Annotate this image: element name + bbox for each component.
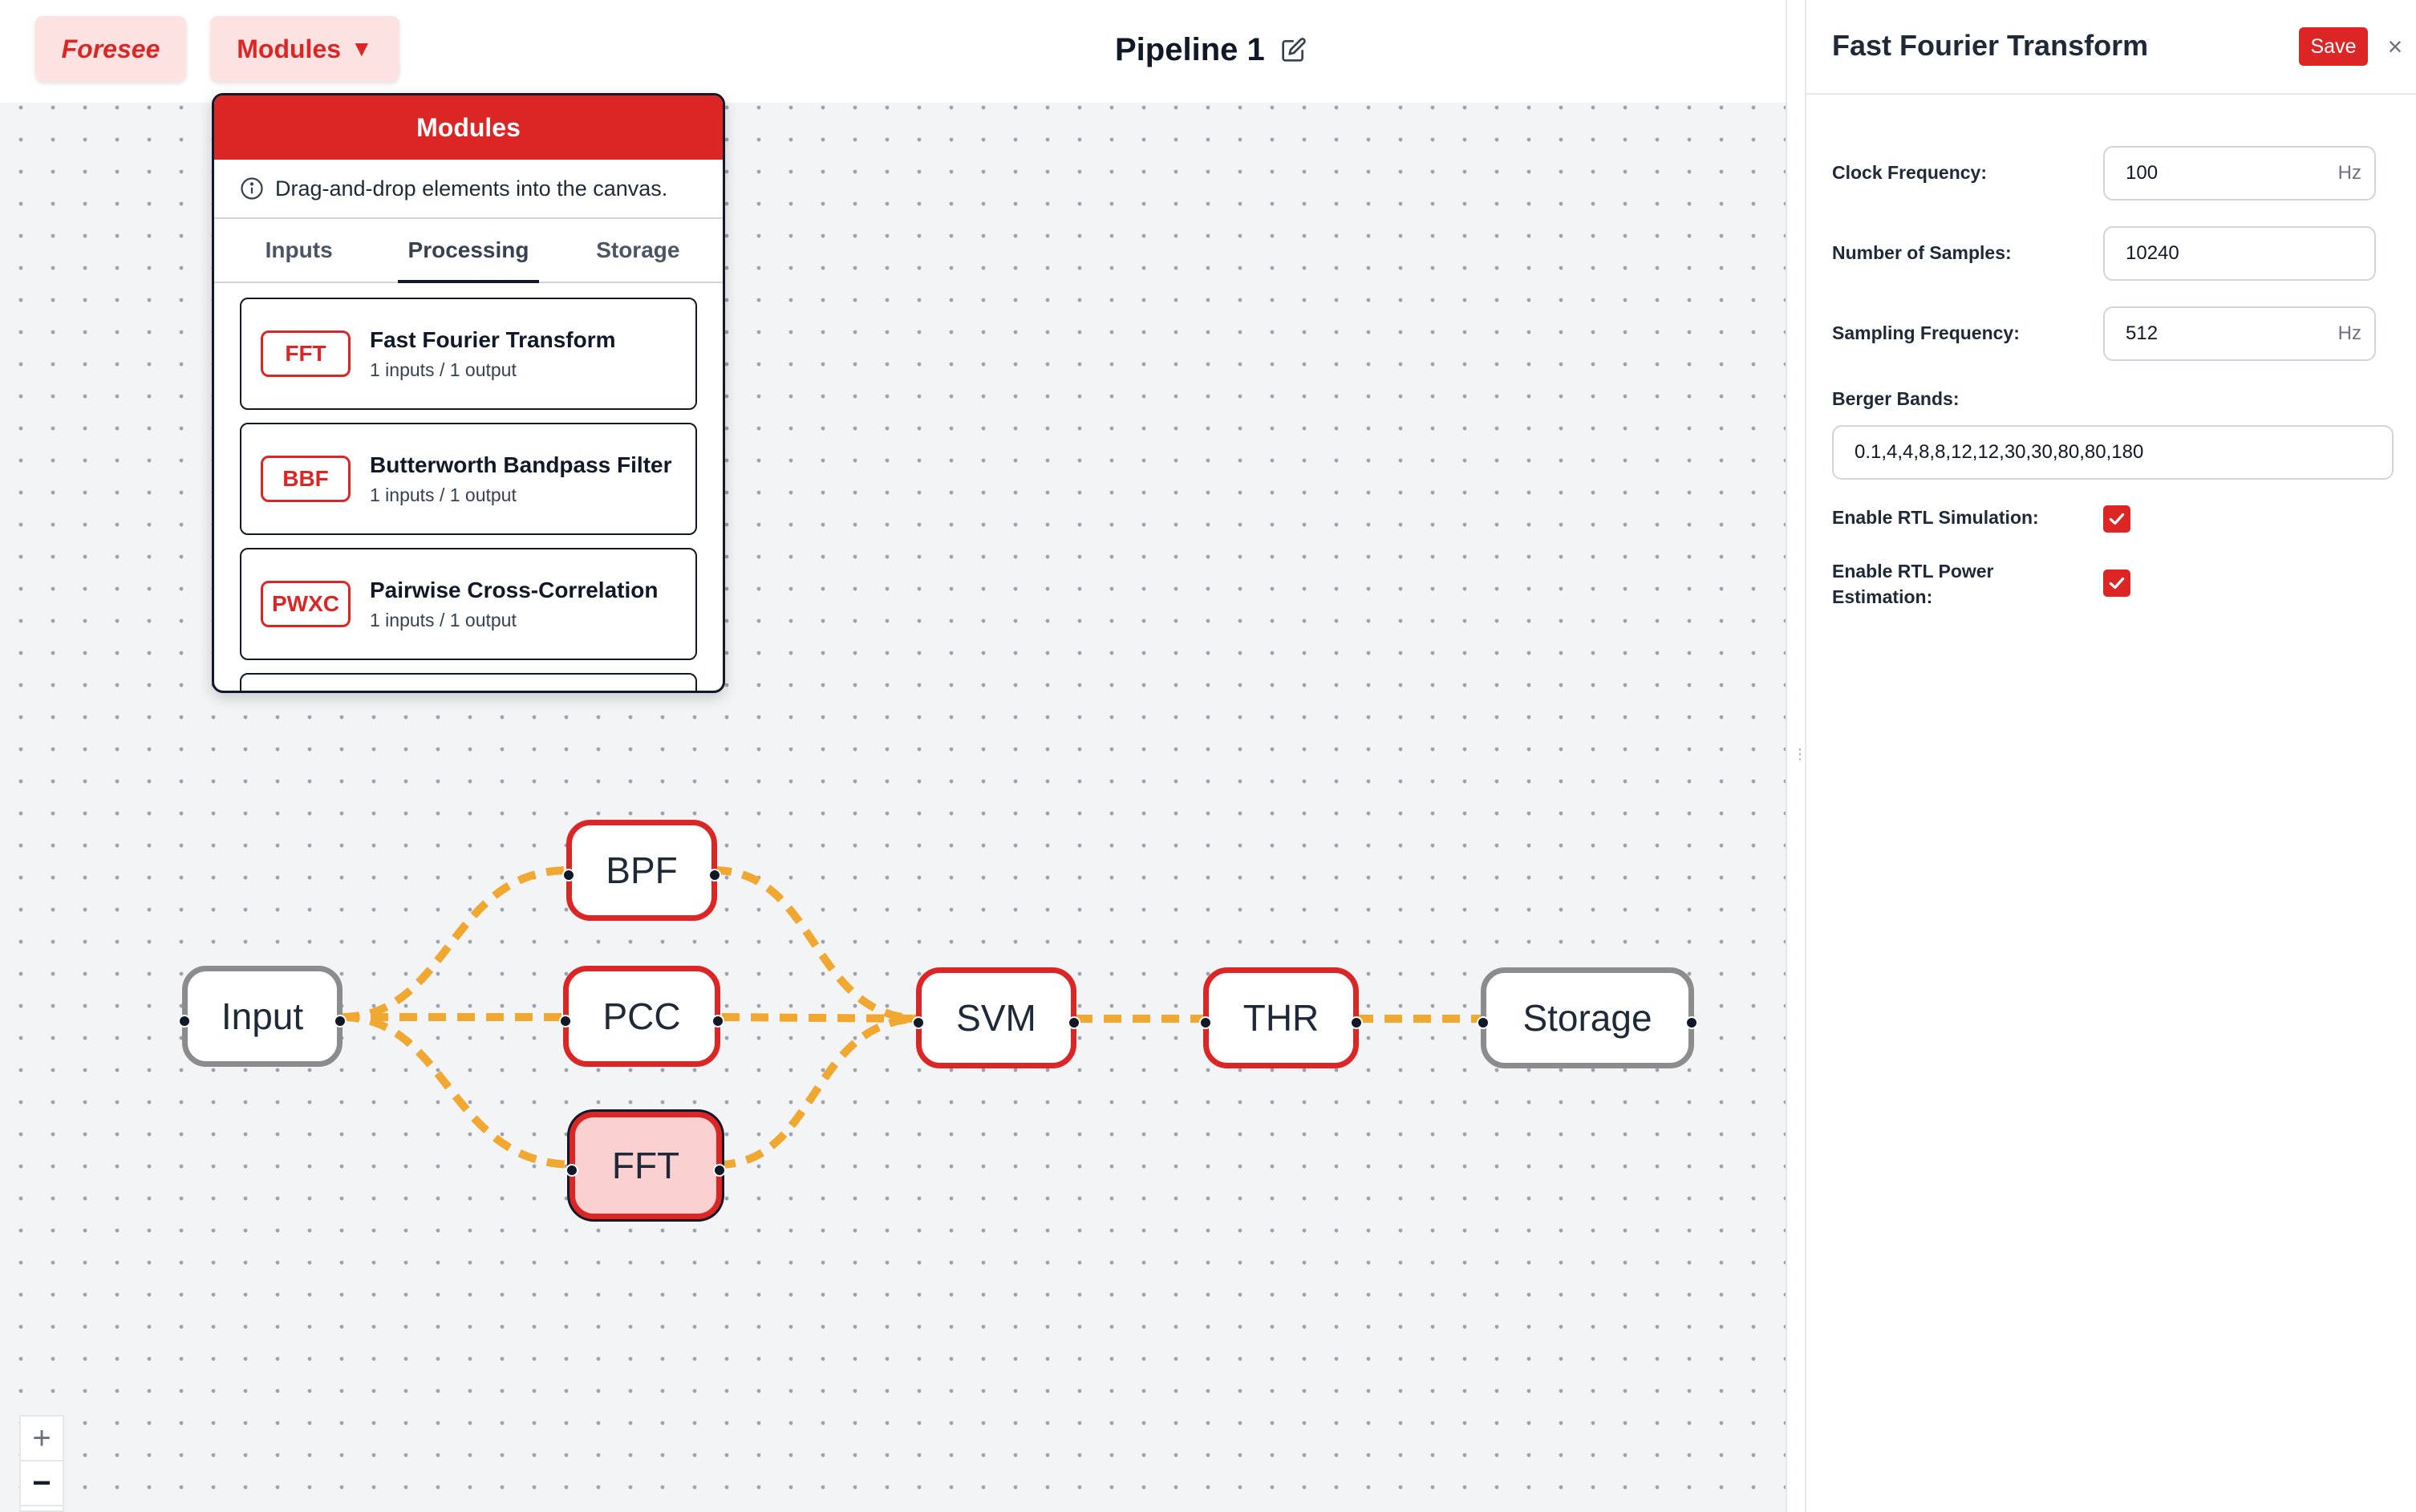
num-samples-label: Number of Samples: [1832, 242, 2012, 263]
module-badge: BBF [261, 456, 351, 502]
zoom-out-button[interactable]: − [21, 1461, 63, 1506]
modules-menu-button[interactable]: Modules ▼ [210, 16, 399, 82]
node-pcc-handle-in[interactable] [559, 1015, 572, 1028]
berger-bands-label: Berger Bands: [1832, 388, 1960, 409]
sampling-frequency-unit: Hz [2337, 322, 2361, 344]
modules-hint-text: Drag-and-drop elements into the canvas. [275, 176, 668, 201]
node-fft[interactable]: FFT [565, 1112, 726, 1219]
pipeline-title-text: Pipeline 1 [1115, 31, 1265, 67]
clock-frequency-input[interactable] [2126, 162, 2302, 184]
node-thr-handle-in[interactable] [1199, 1016, 1212, 1029]
module-name: Fast Fourier Transform [370, 326, 616, 352]
module-item-bbf[interactable]: BBF Butterworth Bandpass Filter 1 inputs… [240, 423, 697, 535]
module-io: 1 inputs / 1 output [370, 609, 517, 630]
brand-button[interactable]: Foresee [35, 16, 186, 82]
module-badge: FFT [261, 330, 351, 377]
node-svm-handle-in[interactable] [912, 1016, 925, 1029]
tab-inputs[interactable]: Inputs [265, 237, 333, 262]
node-thr-handle-out[interactable] [1350, 1016, 1363, 1029]
checkmark-icon [2109, 513, 2125, 525]
sampling-frequency-field[interactable]: Hz [2103, 306, 2376, 361]
node-fft-handle-in[interactable] [565, 1164, 578, 1177]
modules-dropdown: Modules Drag-and-drop elements into the … [212, 93, 725, 693]
node-thr-label: THR [1242, 997, 1319, 1039]
node-fft-handle-out[interactable] [713, 1164, 726, 1177]
checkmark-icon [2109, 577, 2125, 590]
rtl-power-checkbox[interactable] [2103, 570, 2130, 597]
modules-dropdown-title: Modules [214, 95, 723, 160]
rtl-power-label: Enable RTL Power Estimation: [1832, 558, 1994, 610]
caret-down-icon: ▼ [351, 36, 373, 61]
node-pcc[interactable]: PCC [559, 966, 724, 1067]
node-input[interactable]: Input [178, 966, 347, 1067]
module-badge: PWXC [261, 581, 351, 627]
node-fft-label: FFT [611, 1145, 680, 1186]
node-svm-label: SVM [956, 997, 1036, 1039]
node-bpf-handle-in[interactable] [562, 869, 575, 882]
properties-header: Fast Fourier Transform Save × [1806, 0, 2416, 95]
node-storage[interactable]: Storage [1477, 967, 1698, 1068]
node-bpf[interactable]: BPF [562, 820, 721, 921]
module-item-fft[interactable]: FFT Fast Fourier Transform 1 inputs / 1 … [240, 298, 697, 410]
sampling-frequency-input[interactable] [2126, 322, 2302, 345]
node-bpf-label: BPF [606, 849, 678, 891]
edit-icon[interactable] [1281, 37, 1307, 63]
clock-frequency-label: Clock Frequency: [1832, 162, 1987, 183]
node-storage-label: Storage [1522, 997, 1652, 1039]
save-button[interactable]: Save [2299, 27, 2368, 66]
editor-area: Input BPF PCC FFT SVM THR Storage Forese… [0, 0, 1786, 1512]
clock-frequency-unit: Hz [2337, 162, 2361, 184]
modules-button-label: Modules [237, 34, 342, 63]
panel-resize-divider[interactable]: ⋮ [1786, 0, 1807, 1512]
module-name: Butterworth Bandpass Filter [370, 452, 672, 477]
tab-storage[interactable]: Storage [596, 237, 680, 262]
node-pcc-handle-out[interactable] [711, 1015, 724, 1028]
drag-handle-icon[interactable]: ⋮ [1793, 746, 1807, 762]
properties-panel: Fast Fourier Transform Save × Clock Freq… [1806, 0, 2416, 1512]
info-icon [241, 177, 263, 200]
module-item-partial[interactable] [240, 673, 697, 691]
tab-processing[interactable]: Processing [383, 219, 553, 283]
rtl-simulation-checkbox[interactable] [2103, 505, 2130, 533]
top-bar: Foresee Modules ▼ Pipeline 1 [0, 0, 1786, 103]
modules-hint: Drag-and-drop elements into the canvas. [214, 160, 723, 219]
num-samples-field[interactable] [2103, 226, 2376, 281]
modules-list[interactable]: FFT Fast Fourier Transform 1 inputs / 1 … [214, 283, 723, 691]
node-pcc-label: PCC [602, 995, 681, 1037]
pipeline-title: Pipeline 1 [1115, 27, 1307, 72]
clock-frequency-field[interactable]: Hz [2103, 146, 2376, 201]
sampling-frequency-label: Sampling Frequency: [1832, 322, 2020, 343]
num-samples-input[interactable] [2126, 242, 2302, 265]
rtl-power-label-line2: Estimation: [1832, 586, 1933, 607]
zoom-in-button[interactable]: + [21, 1417, 63, 1461]
zoom-controls: + − [19, 1415, 64, 1512]
module-io: 1 inputs / 1 output [370, 359, 517, 380]
node-input-handle-in[interactable] [178, 1015, 191, 1028]
module-name: Pairwise Cross-Correlation [370, 577, 659, 602]
node-svm[interactable]: SVM [912, 967, 1080, 1068]
properties-title: Fast Fourier Transform [1832, 29, 2149, 62]
berger-bands-input[interactable] [1832, 425, 2394, 480]
module-item-pwxc[interactable]: PWXC Pairwise Cross-Correlation 1 inputs… [240, 548, 697, 660]
module-io: 1 inputs / 1 output [370, 484, 517, 505]
node-thr[interactable]: THR [1199, 967, 1363, 1068]
modules-tabs: Inputs Processing Storage [214, 219, 723, 283]
node-bpf-handle-out[interactable] [708, 869, 721, 882]
node-storage-handle-in[interactable] [1477, 1016, 1490, 1029]
node-storage-handle-out[interactable] [1685, 1016, 1698, 1029]
node-input-handle-out[interactable] [334, 1015, 347, 1028]
node-input-label: Input [221, 995, 304, 1037]
close-icon[interactable]: × [2387, 31, 2403, 61]
node-svm-handle-out[interactable] [1068, 1016, 1080, 1029]
rtl-power-label-line1: Enable RTL Power [1832, 561, 1994, 582]
rtl-simulation-label: Enable RTL Simulation: [1832, 507, 2039, 528]
